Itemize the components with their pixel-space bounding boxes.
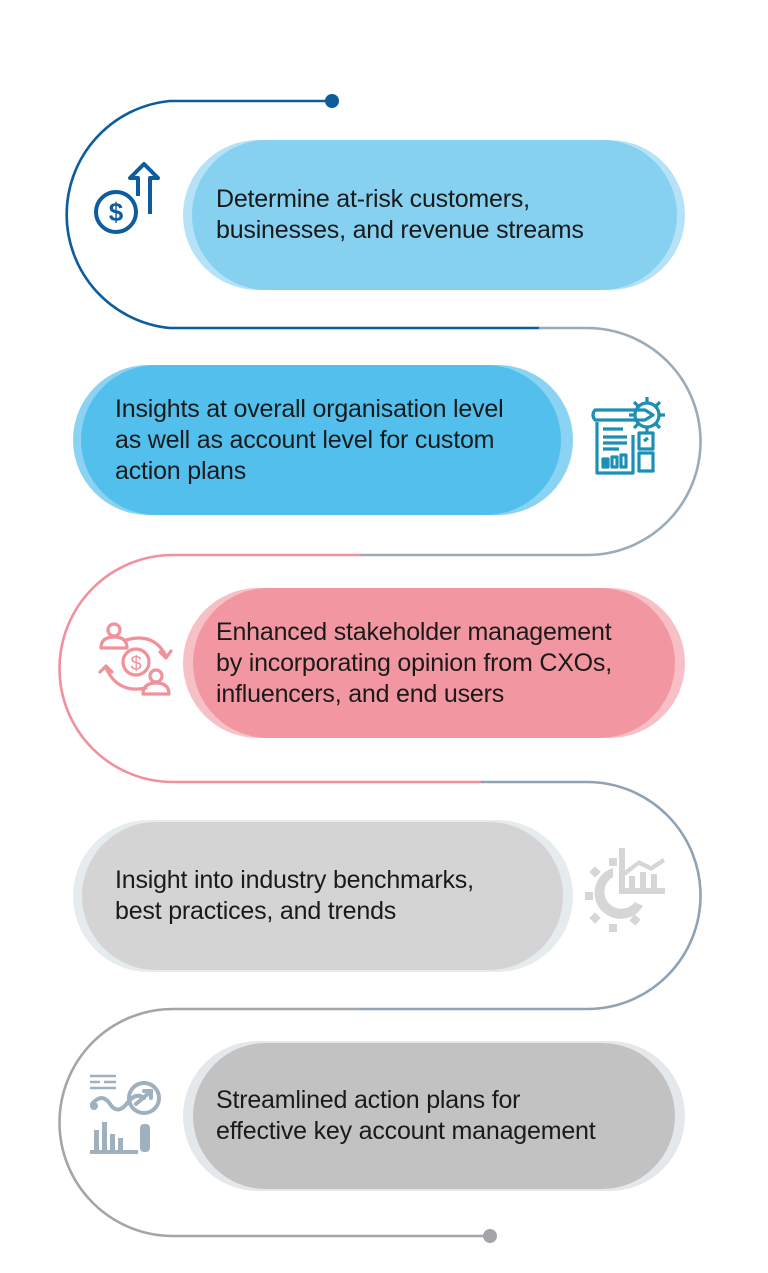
step-2-card: Insights at overall organisation level a… (73, 365, 573, 515)
svg-text:$: $ (109, 197, 124, 227)
end-dot (483, 1229, 497, 1243)
analytics-magnifier-icon (90, 1074, 161, 1154)
gear-chart-icon (585, 848, 665, 932)
step-4-text: Insight into industry benchmarks, best p… (115, 866, 474, 925)
step-4-card: Insight into industry benchmarks, best p… (73, 820, 573, 972)
step-1-card: Determine at-risk customers, businesses,… (183, 140, 685, 290)
step-5-text: Streamlined action plans for effective k… (216, 1086, 596, 1145)
report-settings-icon (591, 397, 665, 475)
svg-text:$: $ (130, 653, 141, 675)
stakeholder-exchange-icon: $ (98, 622, 173, 696)
dollar-coin-up-arrow-icon: $ (94, 162, 160, 234)
step-1-text: Determine at-risk customers, businesses,… (216, 185, 584, 244)
step-2-text: Insights at overall organisation level a… (115, 394, 504, 485)
step-3-card: Enhanced stakeholder management by incor… (183, 588, 685, 738)
start-dot (325, 94, 339, 108)
step-5-card: Streamlined action plans for effective k… (183, 1041, 685, 1191)
step-3-text: Enhanced stakeholder management by incor… (216, 617, 612, 708)
